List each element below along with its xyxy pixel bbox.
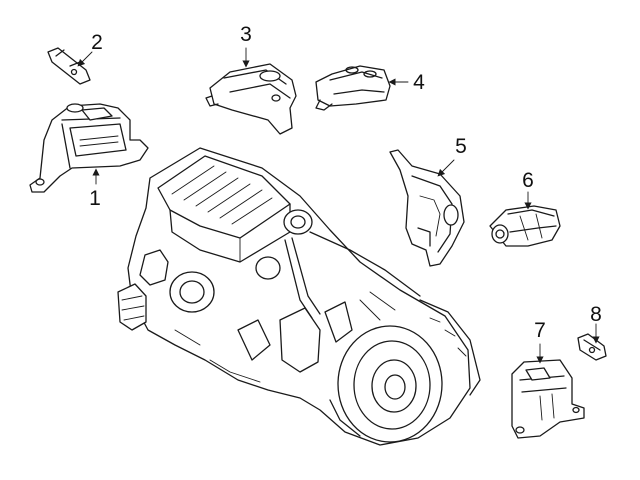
callout-3: 3 bbox=[240, 23, 252, 46]
leader-5 bbox=[437, 159, 455, 177]
part-1-engine-mount bbox=[29, 103, 149, 193]
callout-1: 1 bbox=[89, 187, 101, 210]
part-7-transmission-mount bbox=[511, 359, 585, 439]
part-4-mount-bracket bbox=[315, 65, 391, 111]
leader-lines bbox=[77, 47, 600, 364]
engine-transmission-assembly bbox=[117, 147, 481, 446]
callout-8: 8 bbox=[590, 303, 602, 326]
part-5-upright-bracket bbox=[389, 149, 465, 267]
callout-6: 6 bbox=[522, 169, 534, 192]
callout-7: 7 bbox=[534, 319, 546, 342]
callout-4: 4 bbox=[413, 71, 425, 94]
callout-5: 5 bbox=[455, 135, 467, 158]
part-3-mount-bracket bbox=[205, 63, 297, 135]
callout-2: 2 bbox=[91, 31, 103, 54]
part-6-mount-bushing bbox=[489, 205, 561, 247]
part-8-bracket bbox=[577, 333, 607, 361]
leader-2 bbox=[77, 51, 93, 67]
part-2-bracket bbox=[47, 47, 91, 85]
